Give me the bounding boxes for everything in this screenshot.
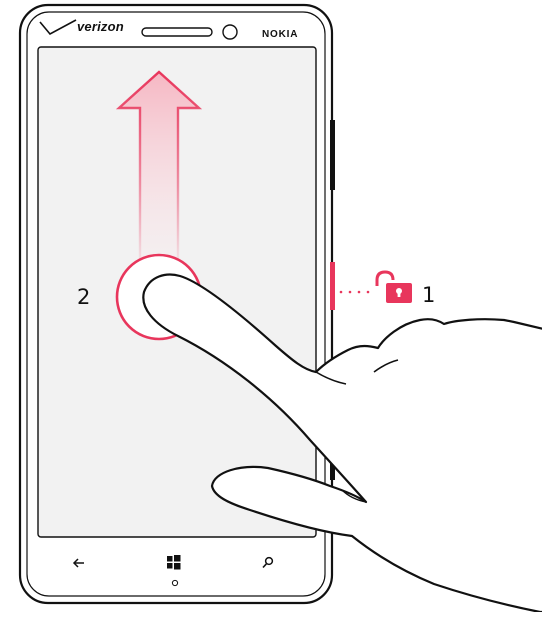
carrier-check-mark [39,19,77,36]
lead-dot [348,290,352,294]
lead-dot [339,290,343,294]
phone-bezel-inner [26,11,326,597]
unlocked-padlock-icon [375,270,412,303]
maker-logo: NOKIA [262,29,299,40]
power-lock-button[interactable] [330,262,335,310]
callout-step-2: 2 [77,285,91,309]
carrier-logo: verizon [77,19,124,34]
volume-button[interactable] [330,120,335,190]
pointing-hand [142,273,542,614]
search-icon[interactable] [262,556,274,569]
hand-crease [315,371,347,385]
hand-crease [373,359,399,373]
back-arrow-icon[interactable] [72,558,84,568]
callout-step-1: 1 [422,283,436,307]
microphone-dot [171,579,179,587]
lead-dot [366,290,370,294]
lead-dot [357,290,361,294]
windows-start-icon[interactable] [167,555,181,570]
swipe-up-arrow [115,70,203,262]
front-camera [222,24,238,40]
hand-crease [341,489,367,503]
earpiece [141,27,213,37]
